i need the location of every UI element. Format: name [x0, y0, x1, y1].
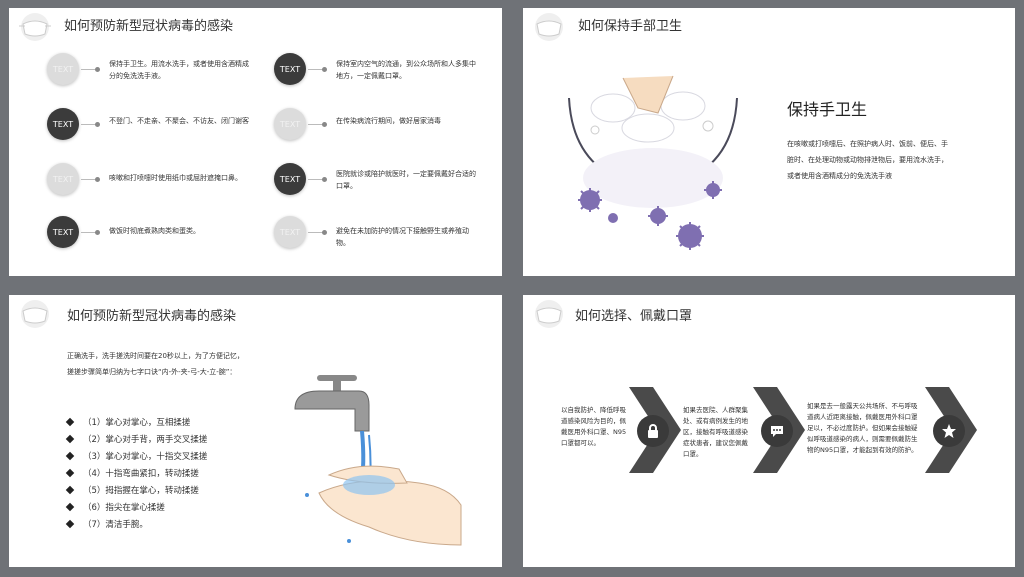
- step-text: （1）掌心对掌心，互相揉搓: [83, 418, 191, 428]
- step-item: （4）十指弯曲紧扣，转动揉搓: [65, 467, 199, 479]
- mask-logo-icon: [535, 13, 563, 41]
- step-item: （6）指尖在掌心揉搓: [65, 501, 165, 513]
- connector-line: [81, 124, 97, 125]
- diamond-bullet-icon: [65, 485, 75, 495]
- text-circle: TEXT: [274, 216, 306, 248]
- connector-line: [308, 69, 324, 70]
- tip-text: 在传染病流行期间，做好居家消毒: [336, 117, 441, 125]
- diamond-bullet-icon: [65, 502, 75, 512]
- text-circle: TEXT: [47, 163, 79, 195]
- connector-line: [81, 69, 97, 70]
- tip-text: 保持室内空气的流通，到公众场所和人多集中地方，一定佩戴口罩。: [336, 60, 476, 80]
- mask-logo-icon: [19, 13, 51, 41]
- slide-hand-hygiene[interactable]: 如何保持手部卫生 保持手卫生 在咳嗽或打喷嚏后、在照护病人时、饭前、便后、手脏时…: [523, 8, 1015, 276]
- connector-dot: [322, 122, 327, 127]
- star-icon: [933, 415, 965, 447]
- tip-text: 医院就诊或陪护就医时，一定要佩戴好合适的口罩。: [336, 170, 476, 190]
- hand-washing-illustration: [568, 75, 738, 208]
- connector-dot: [322, 230, 327, 235]
- slide-prevention-tips[interactable]: 如何预防新型冠状病毒的感染 TEXT 保持手卫生。用流水洗手，或者使用含酒精成分…: [9, 8, 502, 276]
- step-text: （5）拇指握在掌心，转动揉搓: [83, 486, 199, 496]
- tip-text: 保持手卫生。用流水洗手，或者使用含酒精成分的免洗洗手液。: [109, 60, 249, 80]
- virus-illustration: [578, 181, 722, 250]
- step-text: （2）掌心对手背，两手交叉揉搓: [83, 435, 208, 445]
- hand-hygiene-text: 在咳嗽或打喷嚏后、在照护病人时、饭前、便后、手脏时、在处理动物或动物排泄物后，要…: [787, 140, 948, 180]
- diamond-bullet-icon: [65, 519, 75, 529]
- slide-title: 如何预防新型冠状病毒的感染: [64, 19, 234, 34]
- connector-line: [308, 232, 324, 233]
- step-item: （3）掌心对掌心，十指交叉揉搓: [65, 450, 208, 462]
- faucet-illustration: [294, 375, 462, 546]
- step-text: （6）指尖在掌心揉搓: [83, 503, 165, 513]
- arrow-chevron: [629, 387, 681, 473]
- slide-title: 如何预防新型冠状病毒的感染: [67, 309, 237, 324]
- slide-title: 如何保持手部卫生: [578, 19, 683, 34]
- tip-text: 做饭时彻底煮熟肉类和蛋类。: [109, 227, 200, 235]
- step-item: （1）掌心对掌心，互相揉搓: [65, 416, 191, 428]
- step-text: （3）掌心对掌心，十指交叉揉搓: [83, 452, 208, 462]
- mask-advice-text: 如果是去一般露天公共场所、不与呼吸道病人近距离接触，佩戴医用外科口罩足以，不必过…: [807, 402, 918, 454]
- mask-logo-icon: [21, 300, 49, 328]
- lock-icon: [637, 415, 669, 447]
- text-circle: TEXT: [274, 108, 306, 140]
- connector-dot: [95, 67, 100, 72]
- text-circle: TEXT: [47, 108, 79, 140]
- connector-line: [308, 124, 324, 125]
- mask-advice-text: 以自我防护、降低呼吸道感染风险为目的，佩戴医用外科口罩、N95口罩都可以。: [561, 406, 627, 447]
- tip-text: 咳嗽和打喷嚏时使用纸巾或屈肘遮掩口鼻。: [109, 174, 242, 182]
- text-circle: TEXT: [47, 216, 79, 248]
- arrow-chevron: [753, 387, 805, 473]
- washing-intro: 正确洗手，洗手搓洗时间要在20秒以上，为了方便记忆，搓搓步骤简单归纳为七字口诀“…: [67, 352, 244, 376]
- connector-dot: [322, 67, 327, 72]
- diamond-bullet-icon: [65, 434, 75, 444]
- step-text: （7）清洁手腕。: [83, 520, 148, 530]
- tip-text: 不登门、不走亲、不聚会、不访友、闭门谢客: [109, 117, 249, 125]
- diamond-bullet-icon: [65, 451, 75, 461]
- step-text: （4）十指弯曲紧扣，转动揉搓: [83, 469, 199, 479]
- connector-dot: [322, 177, 327, 182]
- text-circle: TEXT: [47, 53, 79, 85]
- connector-dot: [95, 122, 100, 127]
- connector-line: [81, 232, 97, 233]
- text-circle: TEXT: [274, 53, 306, 85]
- section-heading: 保持手卫生: [787, 100, 868, 119]
- text-circle: TEXT: [274, 163, 306, 195]
- slide-mask-choice[interactable]: 如何选择、佩戴口罩 以自我防护、降低呼吸道感染风险为目的，佩戴医用外科口罩、N9…: [523, 295, 1015, 567]
- slide-title: 如何选择、佩戴口罩: [575, 309, 693, 324]
- diamond-bullet-icon: [65, 417, 75, 427]
- connector-line: [81, 179, 97, 180]
- chat-icon: [761, 415, 793, 447]
- step-item: （7）清洁手腕。: [65, 518, 148, 530]
- diamond-bullet-icon: [65, 468, 75, 478]
- connector-dot: [95, 177, 100, 182]
- step-item: （2）掌心对手背，两手交叉揉搓: [65, 433, 208, 445]
- arrow-chevron: [925, 387, 977, 473]
- step-item: （5）拇指握在掌心，转动揉搓: [65, 484, 199, 496]
- tip-text: 避免在未加防护的情况下接触野生或养殖动物。: [336, 227, 469, 247]
- connector-line: [308, 179, 324, 180]
- slide-washing-steps[interactable]: 如何预防新型冠状病毒的感染 正确洗手，洗手搓洗时间要在20秒以上，为了方便记忆，…: [9, 295, 502, 567]
- mask-logo-icon: [535, 300, 563, 328]
- mask-advice-text: 如果去医院、人群聚集处、或有病例发生的地区，接触有呼吸道感染症状患者，建议您佩戴…: [683, 406, 748, 458]
- connector-dot: [95, 230, 100, 235]
